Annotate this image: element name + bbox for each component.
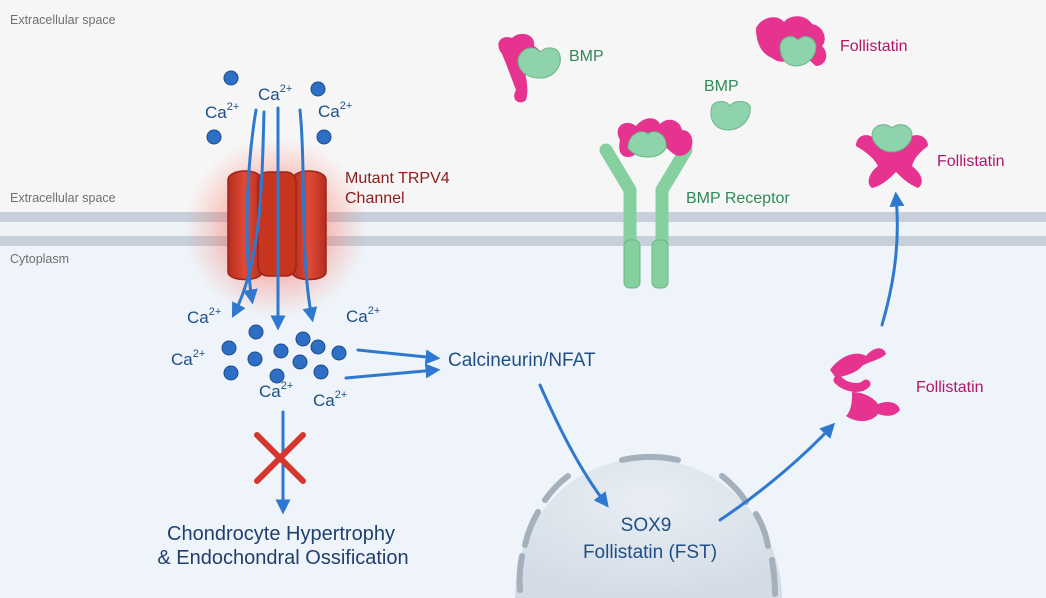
follistatin-label-right: Follistatin <box>937 153 1005 170</box>
nucleus-label-line2: Follistatin (FST) <box>583 542 717 563</box>
arrow-follistatin-secretion <box>880 191 905 327</box>
extracellular-calcium-ions <box>206 70 332 145</box>
x-mark-icon <box>254 432 306 484</box>
follistatin-bmp-complex-right <box>856 124 928 188</box>
calcium-influx-arrows <box>231 106 318 331</box>
cell-membrane <box>0 212 1046 246</box>
region-label-membrane: Extracellular space <box>10 191 116 205</box>
region-label-cytoplasm: Cytoplasm <box>10 252 69 266</box>
bmp-receptor-label: BMP Receptor <box>686 190 790 207</box>
arrow-to-calcineurin-lower <box>344 363 441 380</box>
calcium-label-bottom-right: Ca2+ <box>313 389 347 410</box>
calcium-label-top-center: Ca2+ <box>258 83 292 104</box>
nucleus <box>515 454 782 598</box>
calcium-label-top-right: Ca2+ <box>318 100 352 121</box>
cytoplasm-region <box>0 246 1046 598</box>
bmp-receptor <box>599 118 693 289</box>
calcium-label-mid-right: Ca2+ <box>346 305 380 326</box>
outcome-label-line1: Chondrocyte Hypertrophy <box>167 523 395 545</box>
calcium-label-mid-left: Ca2+ <box>187 306 221 327</box>
arrow-to-calcineurin-upper <box>356 348 441 365</box>
follistatin-label-cytoplasm: Follistatin <box>916 379 984 396</box>
bmp-follistatin-complex-left <box>498 33 561 103</box>
channel-label-line2: Channel <box>345 190 405 207</box>
free-bmp <box>710 101 751 131</box>
extracellular-region <box>0 0 1046 214</box>
bmp-label-left: BMP <box>569 48 604 65</box>
cytoplasmic-follistatin <box>830 348 900 422</box>
follistatin-bmp-complex-top <box>756 16 827 67</box>
region-label-top: Extracellular space <box>10 13 116 27</box>
arrow-to-nucleus <box>538 383 609 508</box>
calcium-label-top-left: Ca2+ <box>205 101 239 122</box>
calcineurin-nfat-label: Calcineurin/NFAT <box>448 350 596 371</box>
nucleus-label-line1: SOX9 <box>621 515 672 536</box>
arrow-to-cytoplasmic-follistatin <box>718 422 836 522</box>
calcium-label-bottom: Ca2+ <box>259 380 293 401</box>
trpv4-channel <box>184 138 368 318</box>
calcium-label-left: Ca2+ <box>171 348 205 369</box>
channel-label-line1: Mutant TRPV4 <box>345 170 450 187</box>
outcome-label-line2: & Endochondral Ossification <box>157 547 408 569</box>
intracellular-calcium-ions <box>221 324 347 384</box>
bmp-label-free: BMP <box>704 78 739 95</box>
follistatin-label-top: Follistatin <box>840 38 908 55</box>
